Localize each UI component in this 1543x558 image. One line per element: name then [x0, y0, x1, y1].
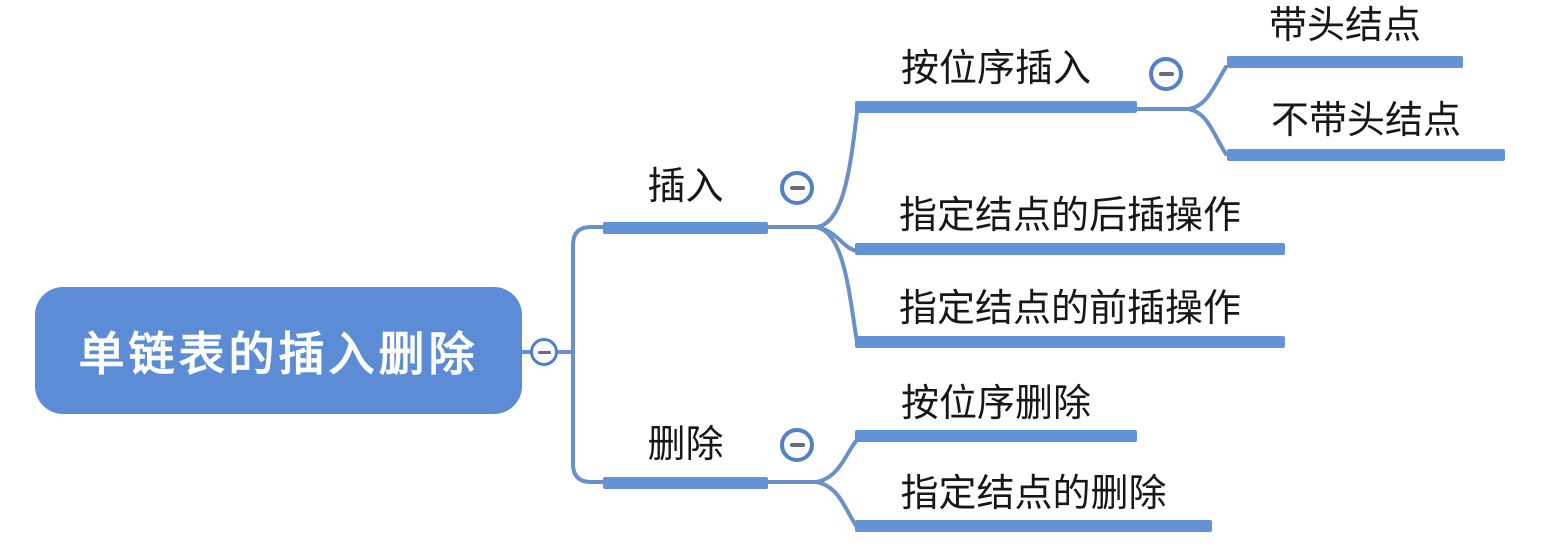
- connector-insert-child1: [814, 110, 859, 229]
- collapse-button-root[interactable]: [530, 338, 558, 366]
- node-without-head-label: 不带头结点: [1270, 100, 1461, 142]
- node-delete-by-position-label: 按位序删除: [900, 383, 1091, 425]
- node-delete-specified-bar: [855, 520, 1212, 532]
- connector-bypos-child1: [1186, 65, 1228, 111]
- node-delete-specified-label: 指定结点的删除: [900, 473, 1167, 515]
- node-insert-bar: [603, 222, 768, 234]
- collapse-button-insert[interactable]: [780, 171, 814, 205]
- node-pre-insert-label: 指定结点的前插操作: [898, 288, 1241, 330]
- connector-delete-child1: [814, 438, 859, 484]
- node-with-head-bar: [1227, 56, 1463, 68]
- node-insert-label: 插入: [647, 166, 724, 208]
- root-node[interactable]: 单链表的插入删除: [35, 287, 522, 414]
- connector-insert-child3: [814, 225, 859, 344]
- node-delete-specified[interactable]: 指定结点的删除: [855, 470, 1212, 532]
- node-insert-by-position[interactable]: 按位序插入: [855, 45, 1137, 113]
- minus-icon: [789, 443, 805, 447]
- node-pre-insert[interactable]: 指定结点的前插操作: [855, 285, 1285, 348]
- connector-bracket: [571, 225, 607, 484]
- node-insert-by-position-bar: [855, 101, 1137, 113]
- connector-bypos-child2: [1186, 107, 1228, 156]
- node-with-head[interactable]: 带头结点: [1227, 2, 1463, 68]
- node-without-head[interactable]: 不带头结点: [1227, 97, 1505, 161]
- node-delete[interactable]: 删除: [603, 421, 768, 489]
- node-delete-label: 删除: [647, 424, 724, 466]
- root-node-label: 单链表的插入删除: [78, 327, 479, 380]
- node-post-insert-bar: [855, 243, 1285, 255]
- connector-delete-child2: [814, 480, 859, 529]
- node-pre-insert-bar: [855, 336, 1285, 348]
- minus-icon: [1158, 72, 1174, 76]
- node-delete-bar: [603, 477, 768, 489]
- node-delete-by-position[interactable]: 按位序删除: [855, 380, 1137, 442]
- node-delete-by-position-bar: [855, 430, 1137, 442]
- collapse-button-insert-by-position[interactable]: [1149, 57, 1183, 91]
- node-with-head-label: 带头结点: [1268, 5, 1421, 47]
- node-without-head-bar: [1227, 149, 1505, 161]
- node-post-insert[interactable]: 指定结点的后插操作: [855, 192, 1285, 255]
- node-insert-by-position-label: 按位序插入: [900, 48, 1091, 90]
- minus-icon: [537, 350, 551, 354]
- minus-icon: [789, 186, 805, 190]
- node-insert[interactable]: 插入: [603, 163, 768, 234]
- collapse-button-delete[interactable]: [780, 428, 814, 462]
- node-post-insert-label: 指定结点的后插操作: [898, 195, 1241, 237]
